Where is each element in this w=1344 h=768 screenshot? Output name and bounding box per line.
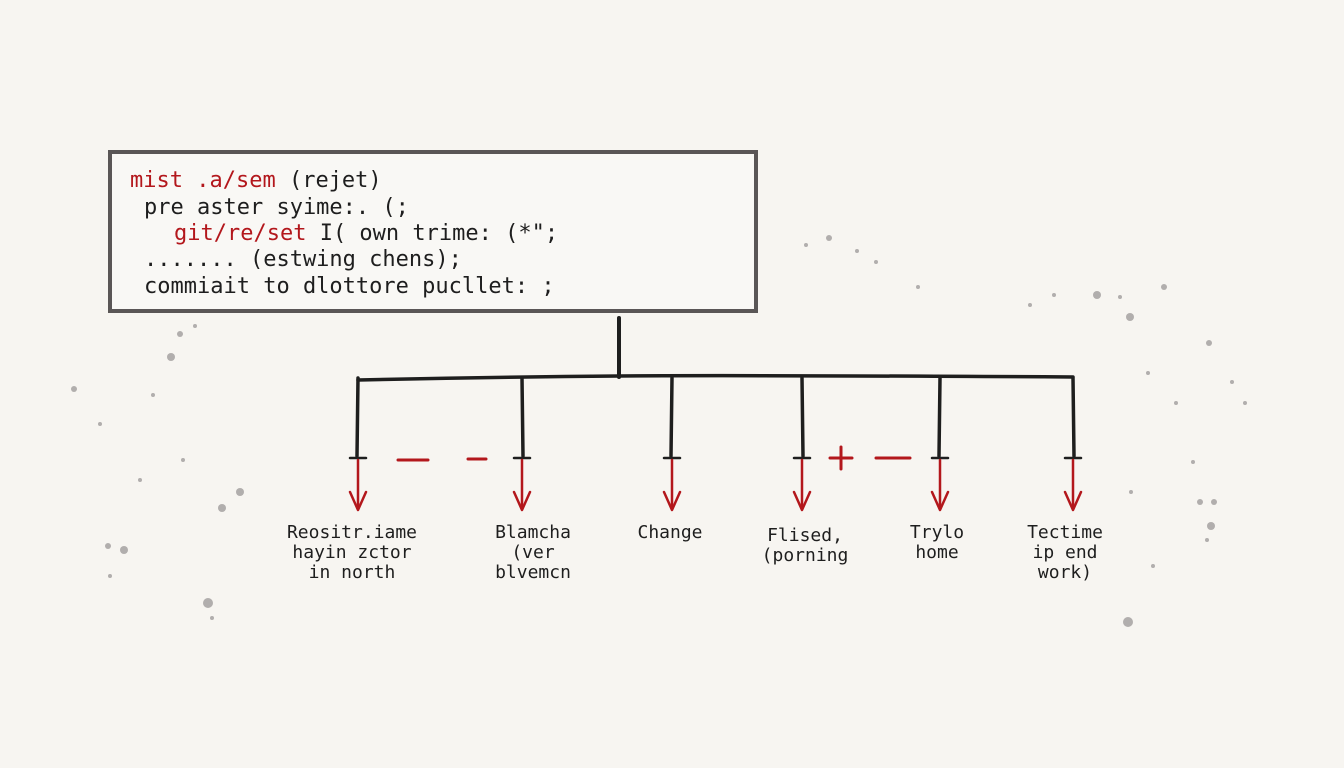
- speckle-dot: [236, 488, 244, 496]
- arrow-head-1: [348, 490, 368, 512]
- speckle-dot: [120, 546, 128, 554]
- speckle-dot: [1161, 284, 1167, 290]
- speckle-dot: [1052, 293, 1056, 297]
- code-line-4: ....... (estwing chens);: [144, 247, 462, 273]
- speckle-dot: [1230, 380, 1234, 384]
- speckle-dot: [138, 478, 142, 482]
- branch-drop-6: [1071, 376, 1076, 458]
- speckle-dot: [1151, 564, 1155, 568]
- speckle-dot: [167, 353, 175, 361]
- speckle-dot: [1207, 522, 1215, 530]
- branch-label-1: Reositr.iame hayin zctor in north: [286, 522, 418, 583]
- speckle-dot: [98, 422, 102, 426]
- code-text: commiait to dlottore pucllet: ;: [144, 274, 555, 299]
- code-box: mist .a/sem (rejet) pre aster syime:. (;…: [108, 150, 758, 313]
- speckle-dot: [874, 260, 878, 264]
- speckle-dot: [193, 324, 197, 328]
- branch-label-6: Tectime ip end work): [1027, 522, 1103, 583]
- arrow-head-6: [1063, 490, 1083, 512]
- arrow-head-5: [930, 490, 950, 512]
- speckle-dot: [108, 574, 112, 578]
- speckle-dot: [1206, 340, 1212, 346]
- code-text: I( own trime: (*";: [306, 221, 559, 246]
- speckle-dot: [210, 616, 214, 620]
- speckle-dot: [1118, 295, 1122, 299]
- speckle-dot: [203, 598, 213, 608]
- code-text: ....... (estwing chens);: [144, 247, 462, 272]
- speckle-dot: [1129, 490, 1133, 494]
- code-keyword: mist .a/sem: [130, 168, 276, 193]
- code-keyword: git/re/set: [174, 221, 307, 246]
- branch-label-5: Trylo home: [909, 522, 965, 563]
- speckle-dot: [1174, 401, 1178, 405]
- speckle-dot: [1146, 371, 1150, 375]
- branch-drop-5: [937, 376, 942, 458]
- speckle-dot: [151, 393, 155, 397]
- code-text: pre aster syime:. (;: [144, 195, 409, 220]
- branch-drop-1: [355, 376, 360, 458]
- code-line-5: commiait to dlottore pucllet: ;: [144, 274, 555, 300]
- speckle-dot: [855, 249, 859, 253]
- speckle-dot: [218, 504, 226, 512]
- branch-label-4: Flised, (porning: [761, 525, 849, 566]
- speckle-dot: [916, 285, 920, 289]
- branch-drop-4: [800, 376, 805, 458]
- speckle-dot: [71, 386, 77, 392]
- code-text: (rejet): [275, 168, 382, 193]
- code-line-1: mist .a/sem (rejet): [130, 168, 382, 194]
- code-line-2: pre aster syime:. (;: [144, 195, 409, 221]
- branch-label-3: Change: [637, 522, 703, 543]
- speckle-dot: [1126, 313, 1134, 321]
- speckle-dot: [1197, 499, 1203, 505]
- speckle-dot: [804, 243, 808, 247]
- code-line-3: git/re/set I( own trime: (*";: [174, 221, 558, 247]
- branch-drop-3: [669, 376, 674, 458]
- speckle-dot: [181, 458, 185, 462]
- speckle-dot: [1243, 401, 1247, 405]
- branch-drop-2: [520, 376, 525, 458]
- arrow-head-4: [792, 490, 812, 512]
- horizontal-bus: [356, 373, 1075, 382]
- speckle-dot: [1191, 460, 1195, 464]
- speckle-dot: [826, 235, 832, 241]
- speckle-dot: [105, 543, 111, 549]
- arrow-head-2: [512, 490, 532, 512]
- speckle-dot: [1093, 291, 1101, 299]
- arrow-head-3: [662, 490, 682, 512]
- speckle-dot: [1211, 499, 1217, 505]
- speckle-dot: [1205, 538, 1209, 542]
- branch-label-2: Blamcha (ver blvemcn: [495, 522, 571, 583]
- speckle-dot: [177, 331, 183, 337]
- speckle-dot: [1028, 303, 1032, 307]
- speckle-dot: [1123, 617, 1133, 627]
